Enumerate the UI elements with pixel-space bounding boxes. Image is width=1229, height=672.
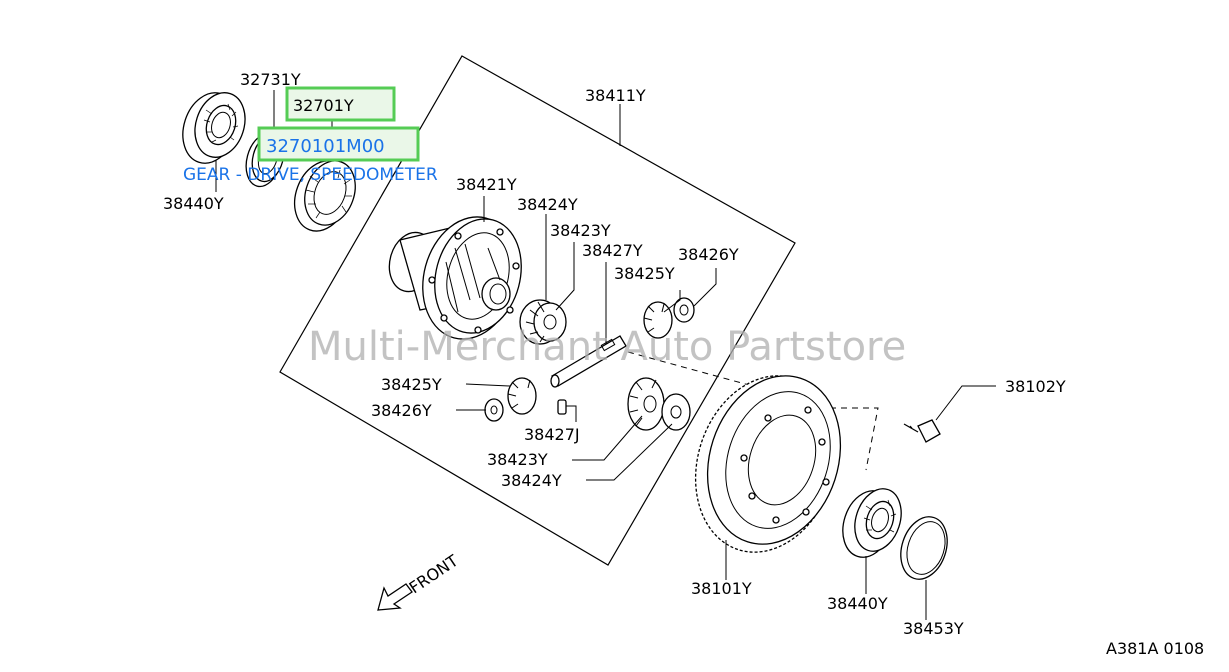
washer-upper[interactable] (673, 297, 695, 323)
bearing-right[interactable] (835, 483, 909, 564)
dashed-guide-gear (627, 351, 761, 389)
front-label: FRONT (406, 551, 462, 597)
label-32731[interactable]: 32731Y (240, 70, 301, 89)
washer-lower[interactable] (484, 398, 504, 422)
label-38425-bottom[interactable]: 38425Y (381, 375, 442, 394)
side-gear-upper[interactable] (519, 299, 567, 345)
highlight-box-3270101 (257, 126, 420, 162)
side-gear-lower[interactable] (627, 377, 665, 431)
differential-case[interactable] (383, 206, 534, 350)
pinion-gear-lower[interactable] (507, 377, 537, 415)
label-38411[interactable]: 38411Y (585, 86, 646, 105)
final-drive-gear[interactable] (674, 357, 862, 570)
front-arrow-icon (377, 583, 413, 611)
label-38423-bottom[interactable]: 38423Y (487, 450, 548, 469)
oil-seal[interactable] (893, 511, 955, 585)
part-description: GEAR - DRIVE, SPEEDOMETER (183, 165, 438, 185)
label-38440-right[interactable]: 38440Y (827, 594, 888, 613)
lock-pin[interactable] (557, 399, 567, 415)
highlight-box-32701 (285, 86, 396, 122)
label-38427-top[interactable]: 38427Y (582, 241, 643, 260)
watermark: Multi-Merchant Auto Partstore (308, 324, 906, 370)
bearing-left[interactable] (174, 86, 253, 171)
label-38101[interactable]: 38101Y (691, 579, 752, 598)
label-38424-bottom[interactable]: 38424Y (501, 471, 562, 490)
bolt[interactable] (903, 419, 941, 443)
label-38453[interactable]: 38453Y (903, 619, 964, 638)
label-38426-bottom[interactable]: 38426Y (371, 401, 432, 420)
label-38425-top[interactable]: 38425Y (614, 264, 675, 283)
label-32701[interactable]: 32701Y (293, 96, 354, 115)
leader-lines (215, 90, 996, 620)
speedometer-gear[interactable] (285, 153, 364, 238)
label-3270101[interactable]: 3270101M00 (266, 136, 385, 157)
label-38421[interactable]: 38421Y (456, 175, 517, 194)
label-38440-left[interactable]: 38440Y (163, 194, 224, 213)
label-38423-top[interactable]: 38423Y (550, 221, 611, 240)
label-38427j[interactable]: 38427J (524, 425, 580, 444)
assembly-frame (279, 55, 796, 566)
label-38102[interactable]: 38102Y (1005, 377, 1066, 396)
label-38426-top[interactable]: 38426Y (678, 245, 739, 264)
diagram-code: A381A 0108 (1106, 639, 1204, 658)
label-38424-top[interactable]: 38424Y (517, 195, 578, 214)
thrust-washer-lower[interactable] (661, 393, 691, 431)
